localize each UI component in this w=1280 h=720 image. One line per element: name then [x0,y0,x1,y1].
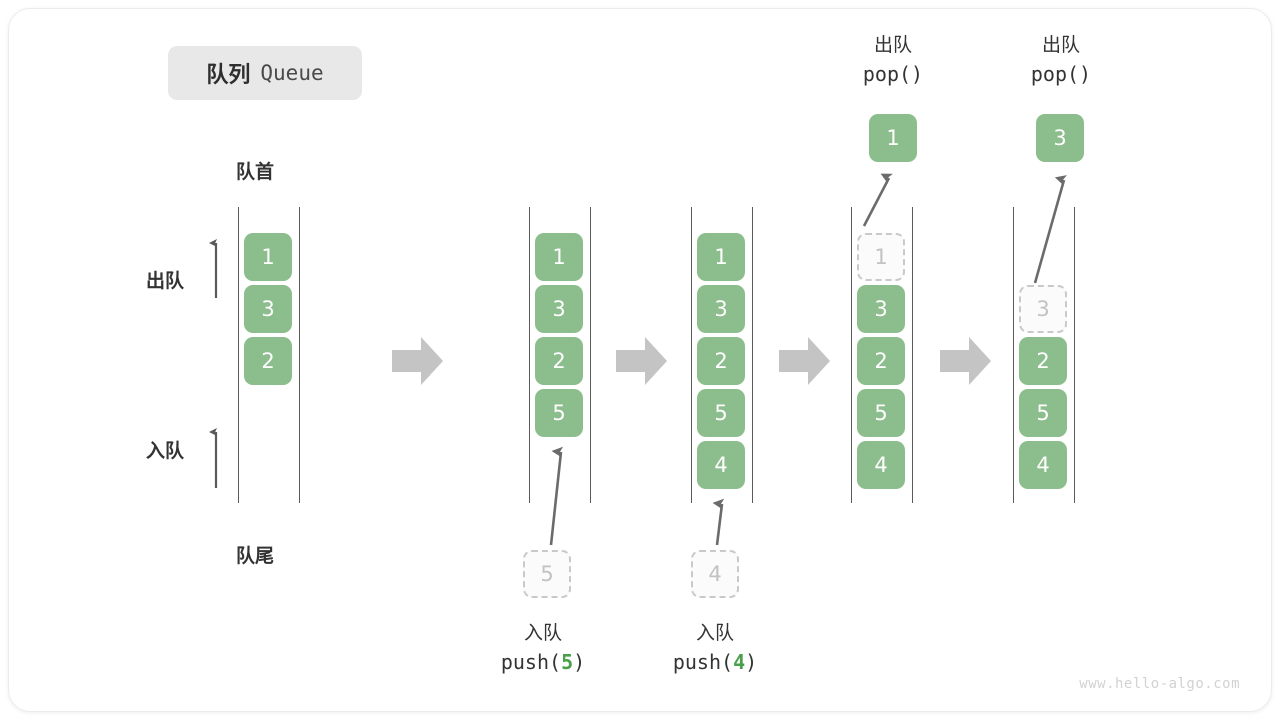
stage-4-result-cell: 1 [869,114,917,162]
queue-head-label: 队首 [236,161,275,183]
stage-4-caption: 出队 pop() [798,32,988,89]
stage-3-rail-right [752,207,753,503]
stage-3-cell-1: 3 [697,285,745,333]
stage-arrow-2 [616,337,667,385]
stage-5-caption-cn: 出队 [1041,34,1080,56]
stage-3-cell-3: 5 [697,389,745,437]
stage-3-cell-2: 2 [697,337,745,385]
stage-5-cell-2: 5 [1019,389,1067,437]
title-en: Queue [260,61,324,85]
queue-tail-label: 队尾 [236,545,275,567]
stage-2-incoming-ghost: 5 [523,550,571,598]
stage-3-caption-cn: 入队 [695,622,734,644]
stage-arrow-1 [392,337,443,385]
stage-4-caption-code: pop() [862,61,924,86]
stage-2-caption-num: 5 [561,649,574,674]
stage-4-ghost-cell: 1 [857,233,905,281]
stage-2-cell-0: 1 [535,233,583,281]
watermark: www.hello-algo.com [1079,676,1240,692]
push-4-arrow [712,498,725,546]
stage-2-cell-2: 2 [535,337,583,385]
enqueue-direction-label: 入队 [146,440,185,462]
title-cn: 队列 [206,63,251,88]
pop-3-arrow [1033,175,1067,284]
stage-5-cell-3: 4 [1019,441,1067,489]
stage-3-caption-num: 4 [733,649,746,674]
push-5-arrow [549,446,564,546]
stage-5-caption-code: pop() [1030,61,1092,86]
stage-arrow-3 [779,337,830,385]
stage-3-incoming-ghost: 4 [691,550,739,598]
stage-4-rail-left [851,207,852,503]
stage-4-cell-2: 2 [857,337,905,385]
stage-5-caption: 出队 pop() [966,32,1156,89]
stage-1-cell-0: 1 [244,233,292,281]
stage-4-cell-3: 5 [857,389,905,437]
stage-2-caption-cn: 入队 [523,622,562,644]
stage-3-rail-left [691,207,692,503]
stage-3-cell-0: 1 [697,233,745,281]
stage-2-cell-1: 3 [535,285,583,333]
stage-5-rail-right [1074,207,1075,503]
stage-2-caption: 入队 push(5) [448,620,638,677]
stage-3-caption: 入队 push(4) [620,620,810,677]
stage-1-rail-left [238,207,239,503]
stage-1-cell-1: 3 [244,285,292,333]
stage-3-caption-code: push(4) [672,649,758,674]
stage-1-cell-2: 2 [244,337,292,385]
stage-4-cell-1: 3 [857,285,905,333]
pop-1-arrow [862,173,893,227]
stage-2-rail-right [590,207,591,503]
stage-3-cell-4: 4 [697,441,745,489]
diagram-title-badge: 队列 Queue [168,46,362,100]
stage-4-cell-4: 4 [857,441,905,489]
stage-4-caption-cn: 出队 [873,34,912,56]
stage-2-caption-code: push(5) [500,649,586,674]
stage-5-ghost-cell: 3 [1019,285,1067,333]
stage-4-rail-right [912,207,913,503]
stage-2-cell-3: 5 [535,389,583,437]
stage-5-result-cell: 3 [1036,114,1084,162]
stage-arrow-4 [940,337,991,385]
stage-5-cell-1: 2 [1019,337,1067,385]
stage-2-rail-left [529,207,530,503]
stage-5-rail-left [1013,207,1014,503]
dequeue-direction-label: 出队 [146,270,185,292]
stage-1-rail-right [299,207,300,503]
